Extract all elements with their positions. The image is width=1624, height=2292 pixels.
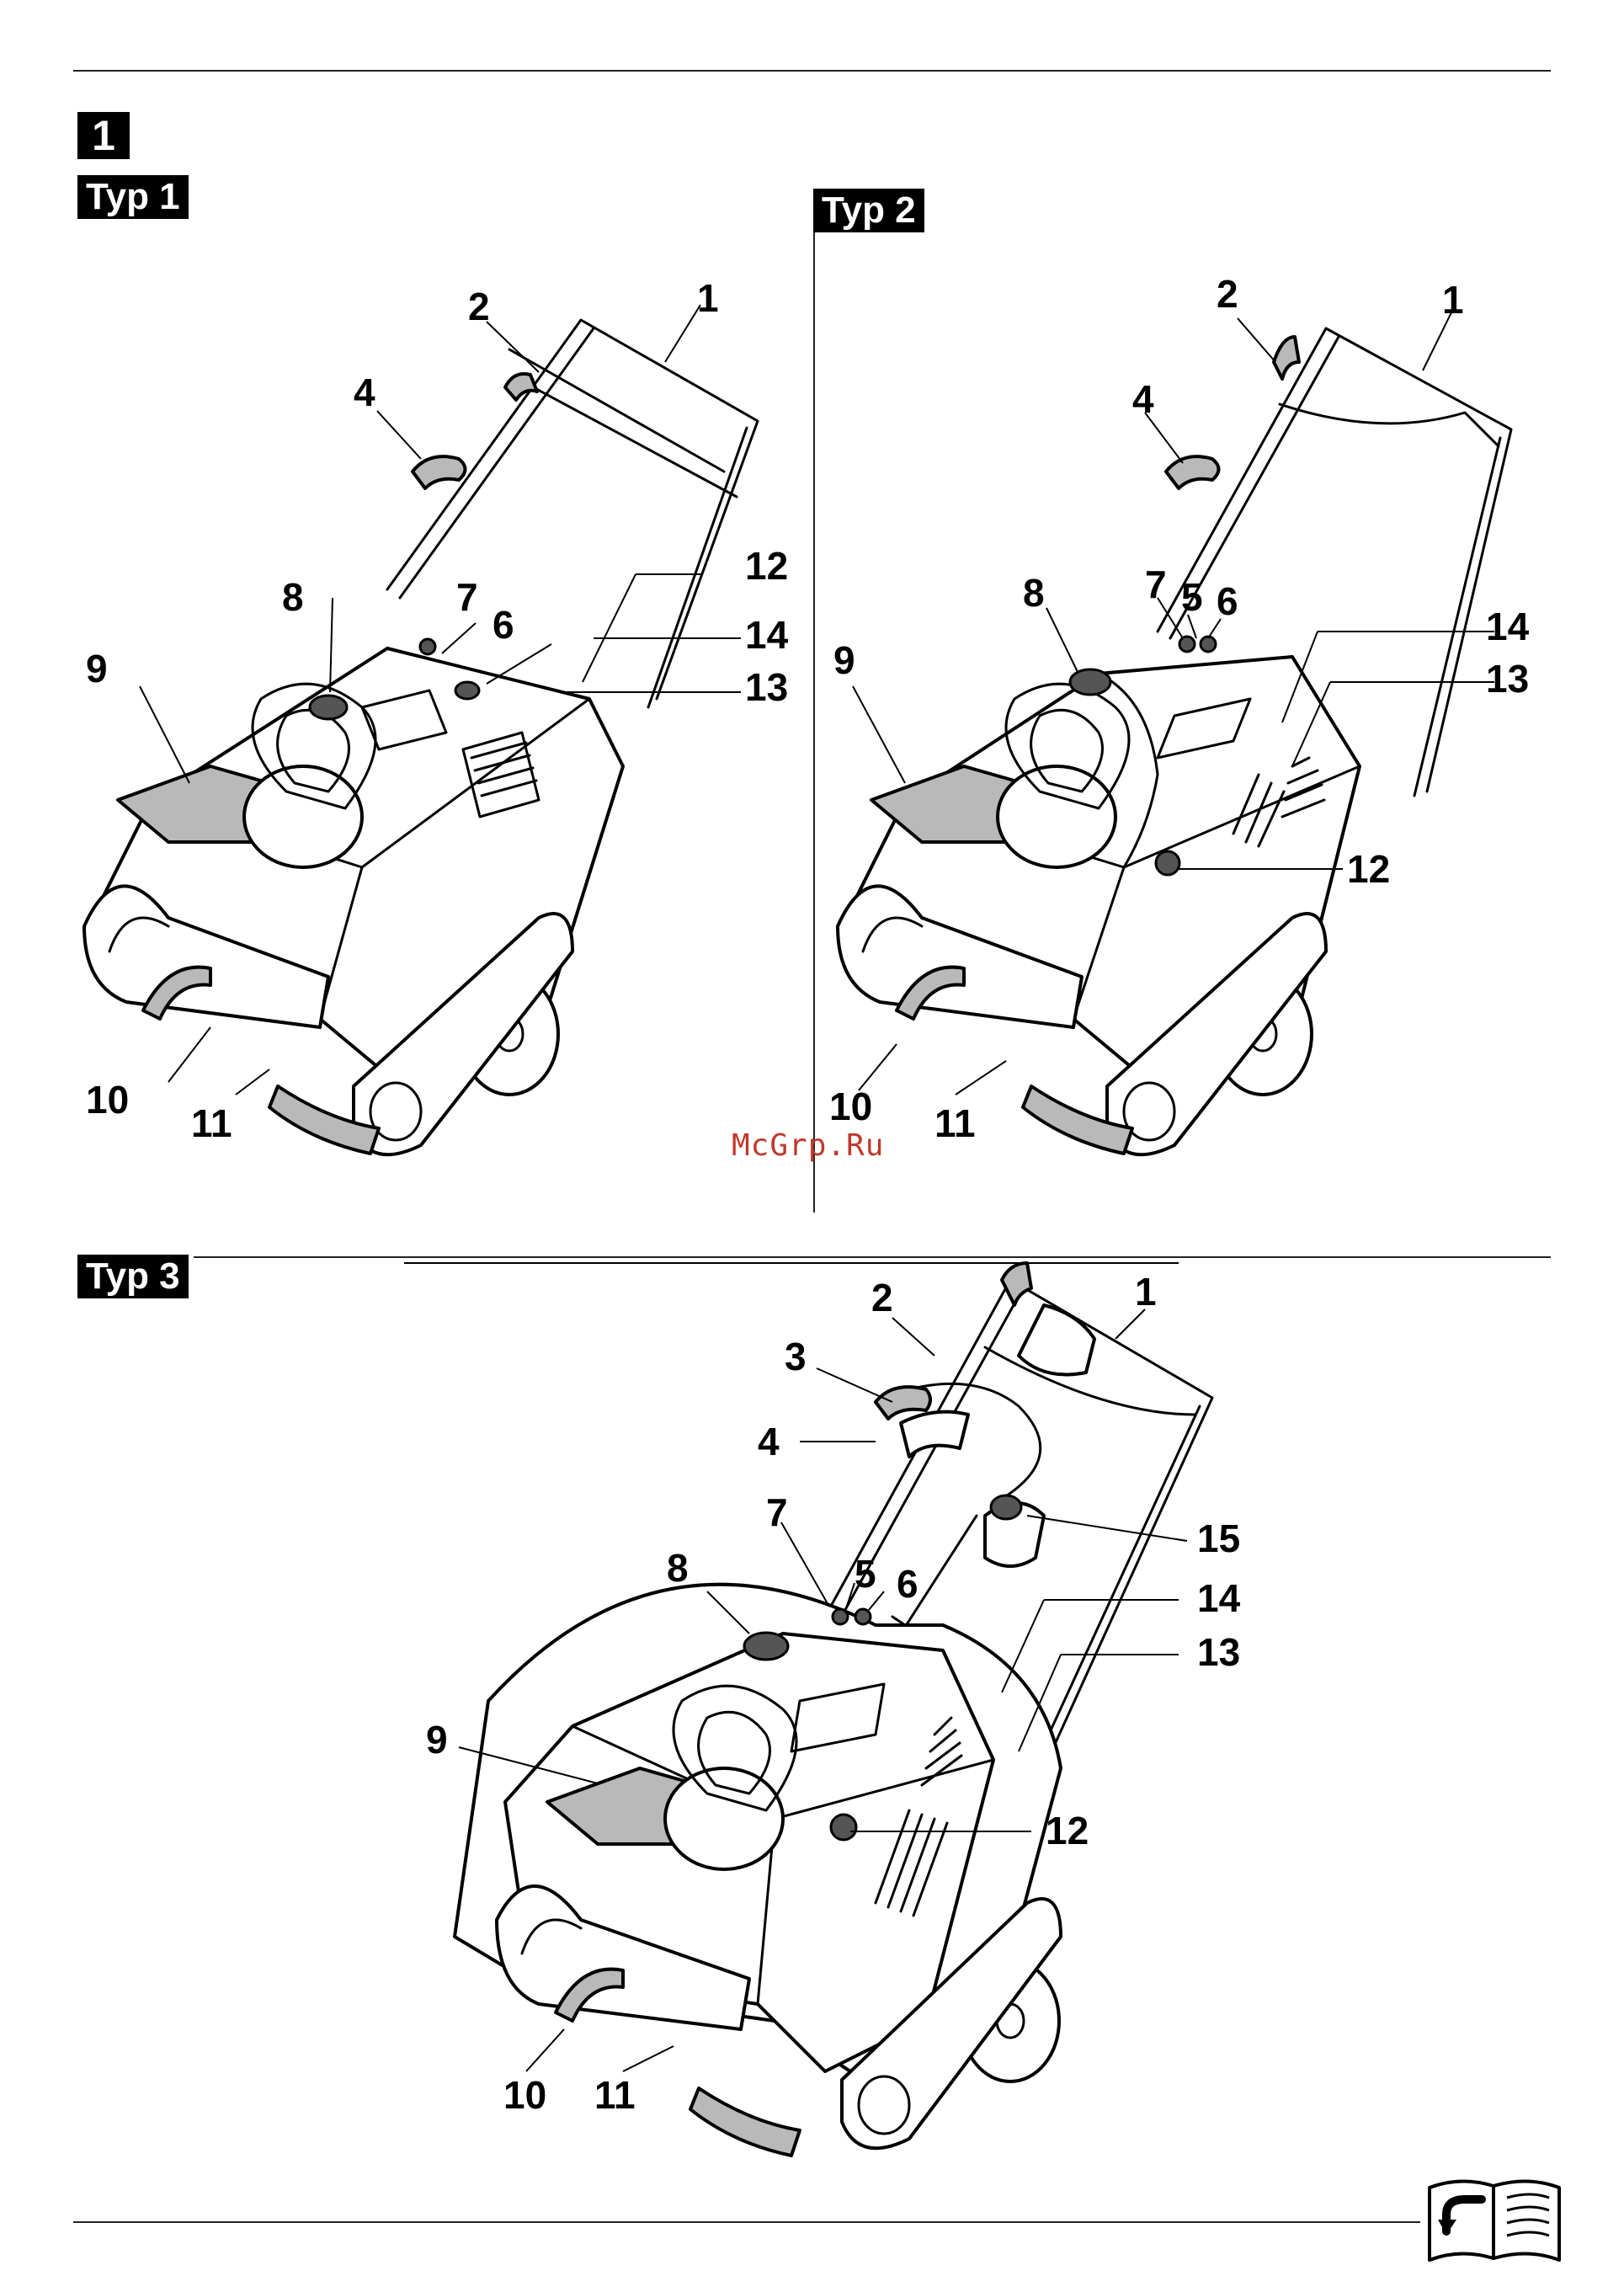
callout-15: 15 [1197, 1516, 1240, 1560]
type-label-2: Typ 2 [813, 189, 924, 232]
type-label-3: Typ 3 [77, 1255, 189, 1298]
top-rule [73, 70, 1551, 72]
callout-6: 6 [897, 1562, 918, 1606]
panel-typ-1: 1 2 4 6 7 8 9 10 11 12 13 14 [67, 261, 808, 1187]
callout-6: 6 [493, 603, 514, 647]
callout-10: 10 [503, 2073, 546, 2117]
snow-thrower-illustration: 1 2 3 4 5 6 7 8 9 10 11 12 13 14 15 [404, 1263, 1280, 2164]
callout-7: 7 [456, 575, 478, 619]
callout-11: 11 [191, 1101, 232, 1145]
callout-7: 7 [1145, 562, 1167, 606]
callout-8: 8 [667, 1546, 689, 1590]
callout-10: 10 [829, 1085, 872, 1128]
callout-9: 9 [833, 638, 855, 682]
callout-14: 14 [1197, 1576, 1241, 1620]
callout-8: 8 [282, 575, 304, 619]
callout-5: 5 [1181, 575, 1203, 619]
callout-13: 13 [745, 665, 788, 709]
callout-4: 4 [758, 1420, 780, 1463]
callout-9: 9 [426, 1718, 448, 1762]
callout-10: 10 [86, 1078, 129, 1122]
callout-1: 1 [1135, 1270, 1157, 1314]
callout-4: 4 [354, 370, 375, 414]
book-return-icon[interactable] [1423, 2172, 1566, 2267]
callout-1: 1 [1442, 278, 1464, 322]
type-label-1: Typ 1 [77, 175, 189, 219]
callout-8: 8 [1023, 571, 1045, 615]
callout-6: 6 [1217, 579, 1238, 623]
callout-2: 2 [468, 285, 490, 328]
callout-11: 11 [934, 1101, 976, 1145]
panel-divider [813, 229, 815, 1213]
callout-11: 11 [594, 2073, 636, 2117]
callout-14: 14 [1486, 605, 1530, 648]
callout-4: 4 [1132, 377, 1154, 421]
panel-typ-2: 1 2 4 5 6 7 8 9 10 11 12 13 14 [821, 261, 1562, 1187]
callout-3: 3 [785, 1335, 807, 1378]
figure-number: 1 [77, 112, 130, 159]
callout-12: 12 [1046, 1809, 1089, 1852]
bottom-rule [73, 2221, 1420, 2223]
snow-thrower-illustration: 1 2 4 6 7 8 9 10 11 12 13 14 [67, 261, 808, 1187]
callout-2: 2 [871, 1276, 893, 1319]
callout-14: 14 [745, 613, 789, 657]
callout-13: 13 [1197, 1630, 1240, 1674]
callout-5: 5 [855, 1552, 876, 1596]
callout-1: 1 [697, 276, 719, 320]
callout-12: 12 [1347, 847, 1390, 891]
callout-9: 9 [86, 647, 108, 690]
panel-typ-3: 1 2 3 4 5 6 7 8 9 10 11 12 13 14 15 [404, 1263, 1280, 2164]
snow-thrower-illustration: 1 2 4 5 6 7 8 9 10 11 12 13 14 [821, 261, 1562, 1187]
callout-12: 12 [745, 544, 788, 588]
callout-13: 13 [1486, 657, 1529, 701]
callout-2: 2 [1217, 272, 1238, 316]
callout-7: 7 [766, 1490, 788, 1534]
middle-rule [194, 1256, 1551, 1258]
